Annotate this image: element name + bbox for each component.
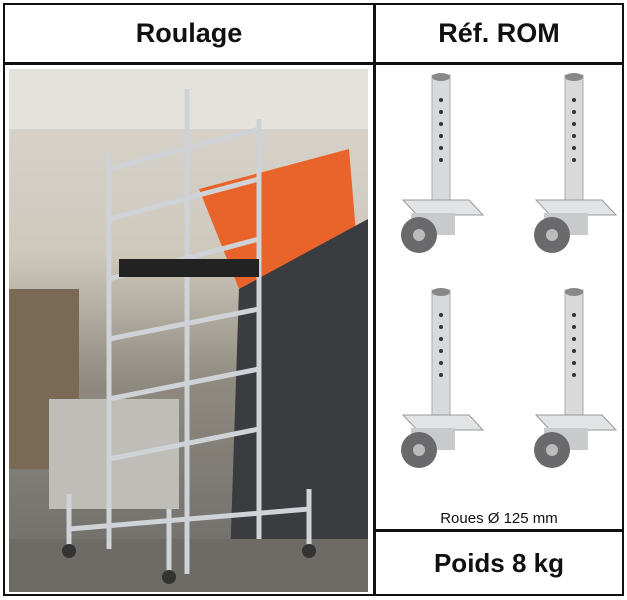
header-reference: Réf. ROM <box>438 18 560 48</box>
row-divider-right <box>373 529 622 532</box>
product-table: Roulage Réf. ROM <box>3 3 624 596</box>
row-divider <box>5 62 622 65</box>
column-divider <box>373 5 376 594</box>
scaffold-photo <box>9 69 368 592</box>
weight-label: Poids 8 kg <box>433 547 565 578</box>
header-roulage: Roulage <box>135 18 243 48</box>
wheels-caption: Roues Ø 125 mm <box>440 510 558 527</box>
caster-wheels-image <box>376 65 622 515</box>
